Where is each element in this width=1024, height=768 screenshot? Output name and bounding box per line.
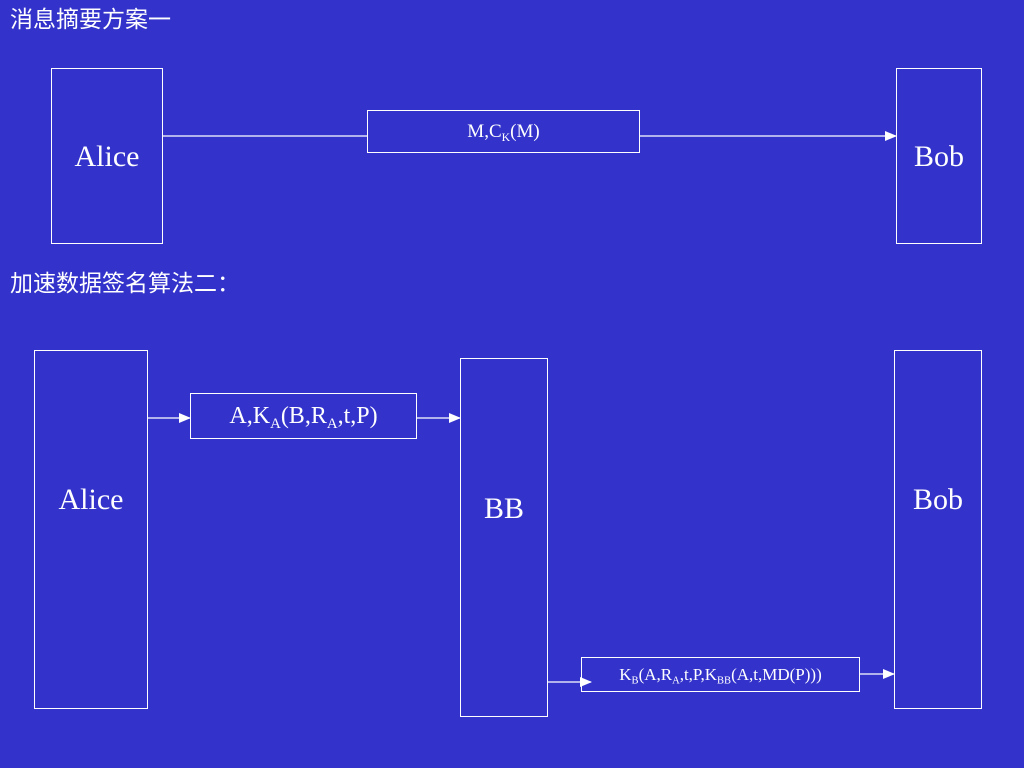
label-text: (M) — [510, 120, 540, 142]
scheme1-message-text: M,CK(M) — [467, 121, 539, 143]
scheme2-message2-text: KB(A,RA,t,P,KBB(A,t,MD(P))) — [619, 664, 822, 687]
scheme2-bb-label: BB — [483, 492, 525, 525]
subscript-text: B — [631, 675, 639, 687]
scheme2-alice-label: Alice — [58, 483, 124, 516]
subscript-text: A — [672, 675, 680, 687]
label-text: ,t,P) — [337, 402, 378, 429]
label-text: (A,t,MD(P))) — [731, 664, 822, 684]
label-text: K — [619, 664, 632, 684]
scheme2-message2-box: KB(A,RA,t,P,KBB(A,t,MD(P))) — [581, 657, 860, 692]
scheme2-message1-box: A,KA(B,RA,t,P) — [190, 393, 417, 439]
scheme2-bob-label: Bob — [912, 483, 963, 516]
label-text: (A,R — [638, 664, 673, 684]
scheme1-alice-label: Alice — [74, 140, 140, 173]
label-text: (B,R — [280, 402, 327, 429]
label-text: ,t,P,K — [679, 664, 718, 684]
scheme1-heading: 消息摘要方案一 — [10, 7, 171, 33]
scheme2-alice-box: Alice — [34, 350, 148, 709]
scheme2-bb-box: BB — [460, 358, 548, 717]
subscript-text: A — [326, 415, 338, 432]
subscript-text: K — [501, 130, 511, 144]
scheme1-bob-box: Bob — [896, 68, 982, 244]
scheme2-message1-text: A,KA(B,RA,t,P) — [229, 402, 378, 432]
scheme2-bob-box: Bob — [894, 350, 982, 709]
label-text: M,C — [467, 120, 502, 142]
scheme1-message-box: M,CK(M) — [367, 110, 640, 153]
subscript-text: BB — [717, 675, 732, 687]
subscript-text: A — [270, 415, 281, 432]
scheme1-bob-label: Bob — [913, 140, 964, 173]
label-text: A,K — [229, 402, 271, 429]
scheme1-alice-box: Alice — [51, 68, 163, 244]
scheme2-heading: 加速数据签名算法二： — [10, 271, 240, 297]
